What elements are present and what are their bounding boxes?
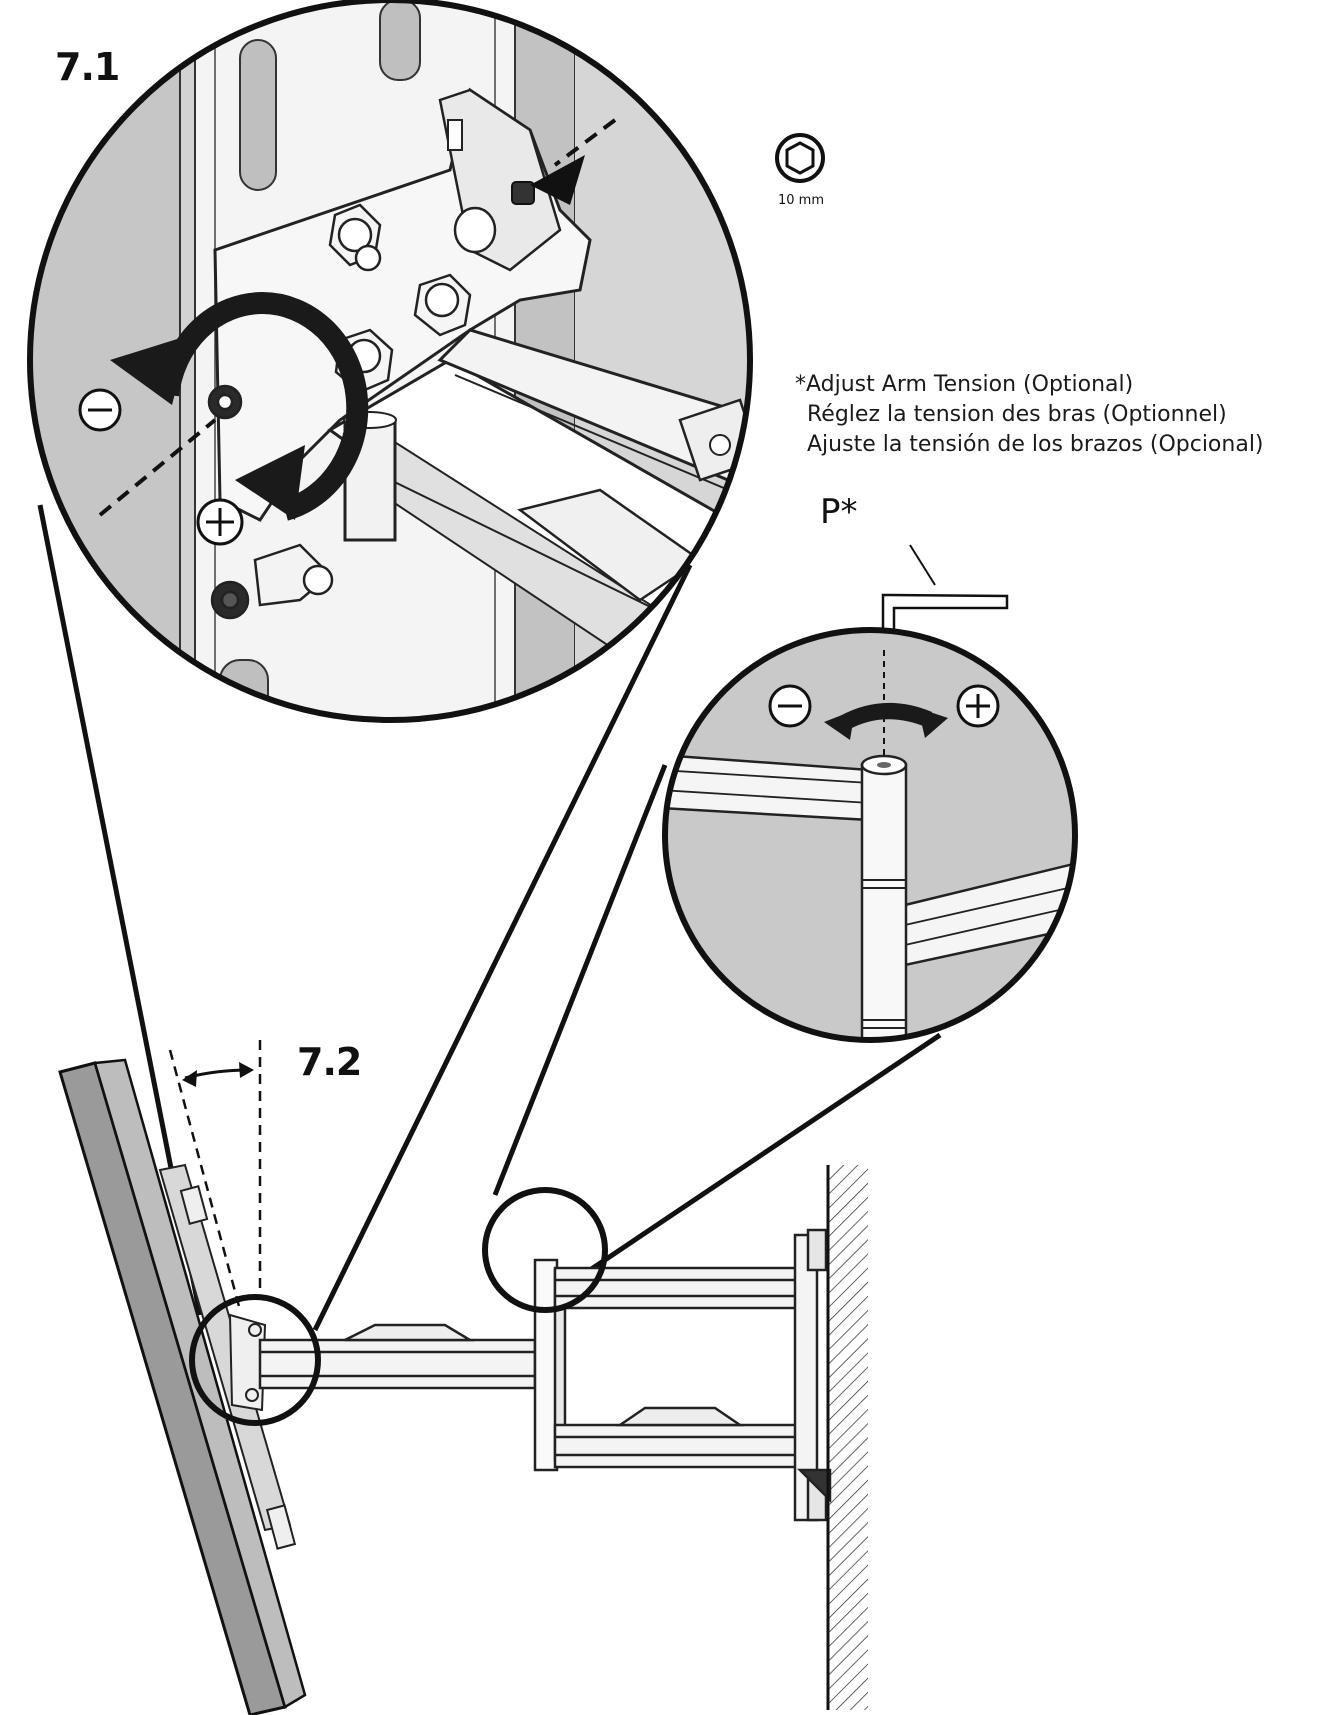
tv-panel <box>58 1058 307 1715</box>
tension-note-es: Ajuste la tensión de los brazos (Opciona… <box>807 432 1264 457</box>
tension-note-en: *Adjust Arm Tension (Optional) <box>795 372 1134 397</box>
direction-arrow-icon <box>530 118 617 205</box>
callout-circle-7-1 <box>189 1294 321 1426</box>
step-label-7-2: 7.2 <box>297 1040 362 1084</box>
callout-circle-arm <box>482 1187 608 1313</box>
hex-socket-icon <box>775 133 825 183</box>
tension-note-fr: Réglez la tension des bras (Optionnel) <box>807 402 1227 427</box>
step-label-7-1: 7.1 <box>55 45 120 89</box>
tilt-guide-lines <box>168 1040 262 1311</box>
small-rotate-arrow-icon <box>824 702 948 740</box>
hex-size-label: 10 mm <box>778 193 825 208</box>
swing-arm <box>258 1228 832 1522</box>
detail-circle-arm-tension <box>662 627 1078 1043</box>
small-minus-icon <box>768 684 812 728</box>
plus-icon <box>196 498 244 546</box>
tool-leader-line <box>909 544 936 586</box>
minus-icon <box>78 388 122 432</box>
detail-circle-7-1 <box>27 0 753 723</box>
small-plus-icon <box>956 684 1000 728</box>
tool-label: P* <box>820 492 858 532</box>
tv-bracket <box>179 1185 297 1550</box>
rotate-arrow-icon <box>110 292 369 521</box>
tilt-angle-arrow-icon <box>182 1062 254 1087</box>
screw-axis-dashed-line <box>98 418 217 517</box>
wall <box>826 1165 868 1710</box>
tension-note: *Adjust Arm Tension (Optional) Réglez la… <box>795 370 1264 460</box>
